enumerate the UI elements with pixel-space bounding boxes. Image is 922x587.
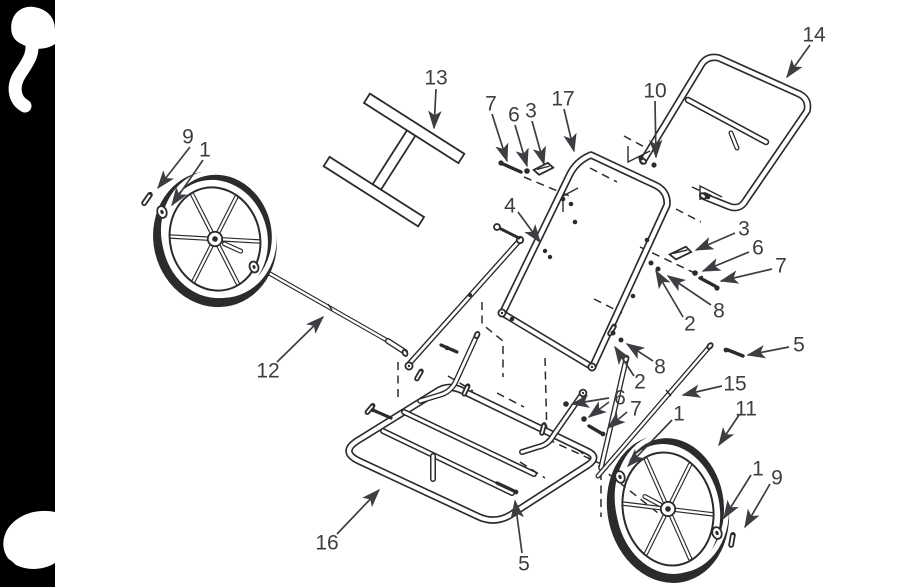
svg-text:3: 3 [738, 218, 750, 241]
callout-7-right: 7 [719, 255, 787, 284]
page-edge-artifact [0, 0, 55, 587]
frame-pin-b [461, 383, 471, 397]
callout-13: 13 [424, 67, 448, 130]
svg-text:4: 4 [504, 195, 516, 218]
right-wheel-spokes [622, 457, 714, 561]
svg-text:1: 1 [673, 403, 685, 426]
bolt-platform [370, 407, 393, 420]
callout-9-bottom-right: 9 [744, 467, 783, 529]
svg-text:7: 7 [775, 255, 787, 278]
svg-text:1: 1 [199, 139, 211, 162]
nut-part-6-bottom-b [581, 416, 587, 422]
handle-frame-14 [639, 53, 812, 212]
svg-text:5: 5 [793, 334, 805, 357]
svg-text:2: 2 [684, 313, 696, 336]
callout-5-bottom: 5 [510, 499, 530, 576]
wheel-mount-tube [598, 354, 630, 471]
callout-7-top: 7 [485, 93, 509, 163]
right-wheel [606, 433, 730, 583]
callout-1-mid: 1 [626, 403, 685, 468]
nut-part-6-bottom-a [563, 401, 569, 407]
callout-7-bottom: 7 [606, 398, 642, 429]
svg-text:9: 9 [182, 126, 194, 149]
callout-17: 17 [551, 88, 577, 153]
bolt-part-5-bottom [495, 481, 519, 495]
svg-text:10: 10 [643, 80, 666, 103]
callout-3-top: 3 [525, 100, 546, 166]
callout-6-right: 6 [701, 237, 764, 272]
seat-strut [404, 235, 525, 371]
svg-text:13: 13 [424, 67, 447, 90]
svg-text:6: 6 [508, 104, 520, 127]
cotter-pin-part-9-right [728, 531, 736, 548]
svg-text:12: 12 [256, 360, 279, 383]
callout-4: 4 [504, 195, 541, 244]
bolt-part-5-right [723, 347, 745, 358]
clip-part-3-right [667, 245, 693, 261]
bolt-part-7-bottom [587, 424, 606, 437]
callout-6-bottom: 6 [570, 387, 626, 418]
h-bracket-part-13 [322, 92, 466, 228]
mount-brackets [562, 146, 723, 212]
callout-9-left: 9 [157, 126, 194, 190]
svg-text:16: 16 [315, 532, 338, 555]
bolts-part-8-lower [610, 330, 624, 343]
callout-15: 15 [681, 373, 747, 398]
bolts-part-8-upper [648, 260, 661, 272]
callout-1-left: 1 [171, 139, 211, 207]
callout-8-lower: 8 [625, 343, 666, 379]
backrest-frame-17 [497, 151, 671, 372]
svg-text:2: 2 [634, 371, 646, 394]
svg-text:17: 17 [551, 88, 574, 111]
callout-14: 14 [786, 24, 826, 79]
callout-8-upper: 8 [666, 275, 725, 323]
callout-1-bottom-right: 1 [723, 458, 764, 520]
svg-text:11: 11 [735, 398, 757, 421]
cotter-pin-part-9-left [141, 192, 153, 206]
callout-2-upper: 2 [655, 269, 696, 336]
axle-washer [248, 260, 260, 274]
bolt-left-rail [439, 343, 459, 354]
svg-text:1: 1 [752, 458, 764, 481]
nut-part-6-top [524, 168, 530, 174]
left-wheel-spokes [169, 192, 261, 286]
callout-6-top: 6 [508, 104, 529, 168]
callout-2-lower: 2 [614, 345, 646, 394]
svg-text:5: 5 [518, 553, 530, 576]
bolt-part-4 [493, 223, 553, 260]
washer-part-1 [156, 205, 168, 219]
callout-16: 16 [315, 488, 381, 555]
callout-5-right: 5 [746, 334, 805, 359]
left-wheel [153, 169, 277, 308]
nut-part-6-right [692, 270, 698, 276]
svg-text:15: 15 [723, 373, 746, 396]
axle-rod-15 [595, 342, 714, 479]
svg-text:7: 7 [630, 398, 642, 421]
bolt-part-7-top [498, 160, 523, 174]
hardware-fasteners [141, 146, 745, 548]
callout-3-right: 3 [694, 218, 750, 251]
hitch-pin [414, 368, 424, 382]
callout-11: 11 [718, 398, 757, 447]
svg-text:6: 6 [614, 387, 626, 410]
svg-text:14: 14 [802, 24, 826, 47]
platform-frame-16 [345, 383, 598, 524]
frame-bolt-dots [467, 194, 711, 322]
callouts: 9 1 13 7 6 3 17 10 14 4 3 6 7 8 2 8 2 5 … [157, 24, 826, 576]
bolt-part-7-right [698, 276, 720, 291]
washer-part-1-mid [614, 470, 626, 484]
svg-text:6: 6 [752, 237, 764, 260]
washer-part-1-right [711, 526, 723, 540]
hitch-tube [417, 330, 588, 455]
svg-text:7: 7 [485, 93, 497, 116]
svg-text:9: 9 [771, 467, 783, 490]
svg-text:8: 8 [654, 356, 666, 379]
frame-pin-a [539, 422, 547, 436]
callout-12: 12 [256, 315, 325, 383]
svg-text:3: 3 [525, 100, 537, 123]
svg-text:8: 8 [713, 300, 725, 323]
callout-10: 10 [643, 80, 667, 159]
axle-rod-12 [264, 269, 409, 357]
